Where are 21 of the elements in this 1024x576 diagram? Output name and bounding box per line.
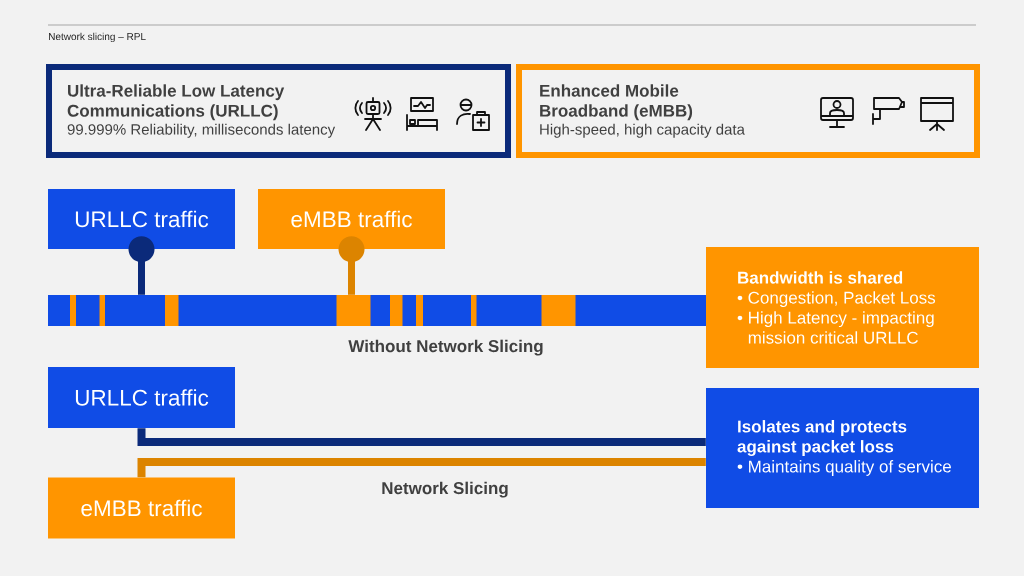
traffic-box: eMBB traffic — [48, 477, 235, 539]
info-heading: Isolates and protects against packet loss — [737, 420, 907, 456]
traffic-box: URLLC traffic — [48, 367, 235, 428]
info-heading: Bandwidth is shared — [738, 271, 903, 284]
bullet-item: • Congestion, Packet Loss — [737, 291, 936, 308]
bullet-item: • High Latency - impacting mission critical URLLC — [737, 311, 934, 344]
bar-caption: Without Network Slicing — [348, 339, 543, 356]
panel-title: Ultra-Reliable Low Latency Communications (URLLC) — [67, 84, 285, 121]
page-title: Network slicing – RPL — [49, 32, 146, 43]
panel-subtitle: 99.999% Reliability, milliseconds latency — [67, 123, 336, 138]
service-panel — [516, 64, 980, 158]
panel-subtitle: High-speed, high capacity data — [540, 123, 745, 138]
section-caption: Network Slicing — [382, 481, 508, 498]
service-panel — [46, 64, 511, 158]
panel-title: Enhanced Mobile Broadband (eMBB) — [540, 84, 693, 121]
traffic-box: URLLC traffic — [48, 189, 235, 249]
traffic-box: eMBB traffic — [258, 189, 445, 249]
bullet-item: • Maintains quality of service — [737, 460, 951, 476]
info-box — [706, 247, 979, 368]
info-box — [706, 388, 979, 508]
striped-bar — [48, 295, 706, 326]
